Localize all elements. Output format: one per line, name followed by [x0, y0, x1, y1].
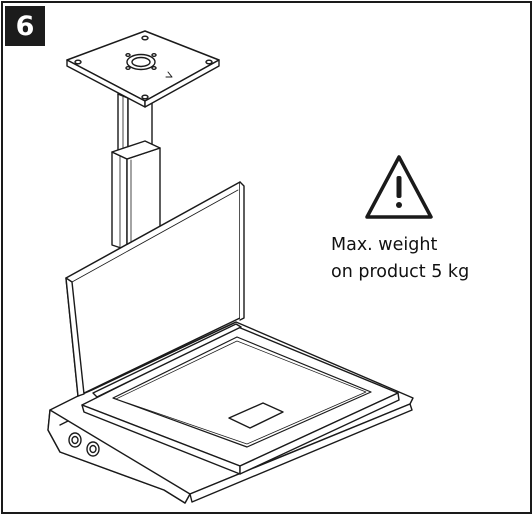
warning-line-2: on product 5 kg	[331, 262, 470, 282]
laptop-tray	[81, 323, 400, 475]
laptop-lid	[65, 181, 245, 397]
step-number-badge: 6	[5, 6, 45, 46]
warning-triangle-icon	[365, 155, 433, 219]
warning-line-1: Max. weight	[331, 235, 438, 255]
max-weight-warning: Max. weight on product 5 kg	[331, 232, 521, 286]
stand-column	[111, 85, 161, 251]
step-number: 6	[15, 10, 35, 42]
top-mounting-plate	[66, 30, 220, 108]
